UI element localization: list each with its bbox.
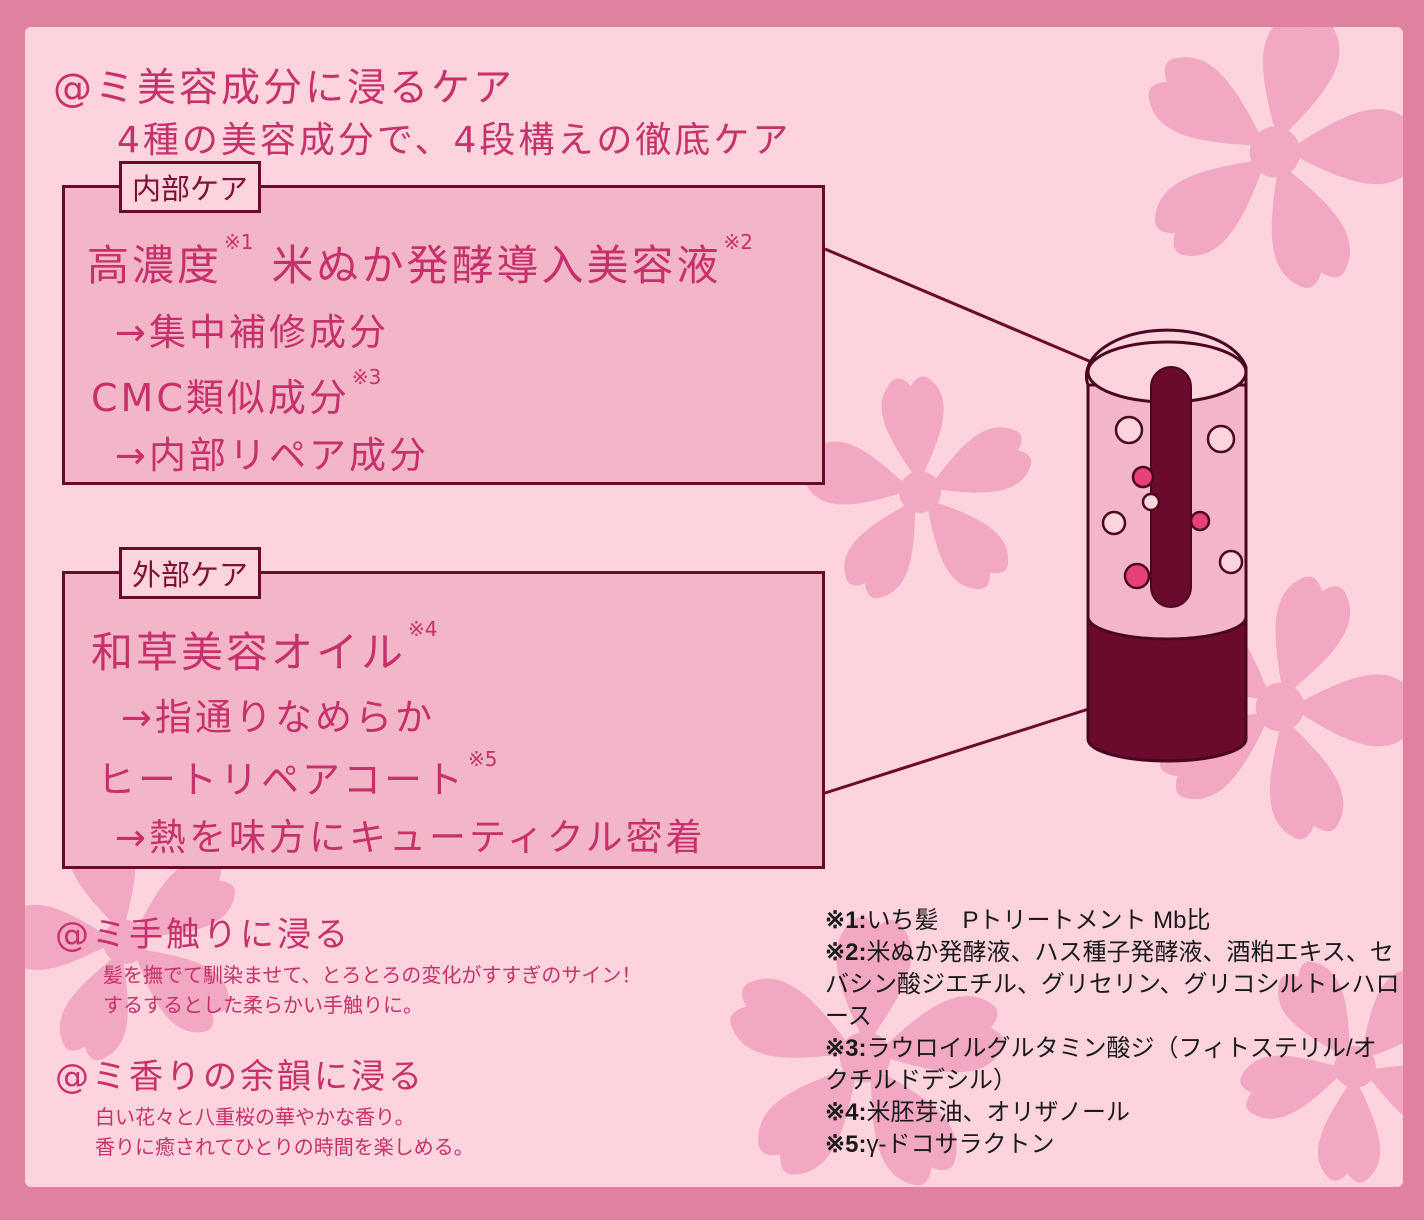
footnote-1: ※1:いち髪 Pトリートメント Mb比 [825, 905, 1400, 937]
footnote-text: ラウロイルグルタミン酸ジ（フィトステリル/オクチルドデシル） [825, 1035, 1377, 1094]
footnote-2: ※2:米ぬか発酵液、ハス種子発酵液、酒粕エキス、セバシン酸ジエチル、グリセリン、… [825, 937, 1400, 1033]
effect-text: →集中補修成分 [115, 311, 390, 354]
ingredient-label: 和草美容オイル [91, 628, 407, 677]
footnote-key: ※3: [825, 1035, 867, 1062]
external-item-2: ヒートリペアコート ※5 [97, 747, 498, 804]
internal-item-1-effect: →集中補修成分 [115, 302, 389, 356]
hair-cross-section-icon [824, 247, 1248, 795]
section-title-ingredients: @ミ美容成分に浸るケア [53, 66, 516, 111]
footnote-mark: ※4 [408, 617, 438, 641]
external-item-1: 和草美容オイル ※4 [91, 617, 438, 680]
footnote-key: ※4: [825, 1099, 867, 1126]
footnote-text: 米ぬか発酵液、ハス種子発酵液、酒粕エキス、セバシン酸ジエチル、グリセリン、グリコ… [825, 939, 1400, 1030]
scent-description-2: 香りに癒されてひとりの時間を楽しめる。 [95, 1135, 474, 1159]
ingredient-label: 米ぬか発酵導入美容液 [271, 241, 722, 290]
footnote-3: ※3:ラウロイルグルタミン酸ジ（フィトステリル/オクチルドデシル） [825, 1033, 1400, 1097]
footnote-text: 米胚芽油、オリザノール [866, 1099, 1130, 1126]
effect-text: →指通りなめらか [121, 696, 436, 739]
touch-description-1: 髪を撫でて馴染ませて、とろとろの変化がすすぎのサイン！ [103, 963, 642, 987]
internal-item-1: 高濃度 ※1 米ぬか発酵導入美容液 ※2 [87, 230, 753, 293]
ingredient-label: CMC類似成分 [91, 376, 350, 420]
footnote-text: γ-ドコサラクトン [866, 1131, 1055, 1158]
section-subtitle: 4種の美容成分で、4段構えの徹底ケア [117, 120, 792, 161]
internal-care-box [62, 185, 825, 485]
external-item-1-effect: →指通りなめらか [121, 687, 435, 741]
internal-item-2-effect: →内部リペア成分 [115, 425, 429, 479]
footnote-key: ※2: [825, 939, 867, 966]
external-care-box [62, 571, 825, 869]
main-panel: @ミ美容成分に浸るケア 4種の美容成分で、4段構えの徹底ケア 内部ケア 高濃度 … [25, 27, 1403, 1187]
footnote-mark: ※5 [468, 747, 498, 771]
footnote-mark: ※3 [351, 365, 382, 389]
touch-description-2: するするとした柔らかい手触りに。 [103, 993, 423, 1017]
footnote-mark: ※2 [723, 230, 753, 254]
internal-item-2: CMC類似成分 ※3 [91, 365, 382, 422]
effect-text: →内部リペア成分 [115, 434, 430, 477]
effect-text: →熱を味方にキューティクル密着 [115, 816, 706, 859]
footnote-key: ※1: [825, 907, 867, 934]
footnote-mark: ※1 [224, 230, 254, 254]
external-care-tag: 外部ケア [119, 547, 262, 599]
external-item-2-effect: →熱を味方にキューティクル密着 [115, 807, 706, 861]
footnote-text: いち髪 Pトリートメント Mb比 [866, 907, 1211, 934]
footnotes-list: ※1:いち髪 Pトリートメント Mb比 ※2:米ぬか発酵液、ハス種子発酵液、酒粕… [825, 905, 1400, 1161]
section-title-scent: @ミ香りの余韻に浸る [55, 1057, 425, 1097]
internal-care-tag: 内部ケア [119, 161, 262, 213]
footnote-4: ※4:米胚芽油、オリザノール [825, 1097, 1400, 1129]
ingredient-label: 高濃度 [87, 241, 223, 290]
ingredient-label: ヒートリペアコート [97, 758, 467, 802]
section-title-touch: @ミ手触りに浸る [55, 915, 351, 955]
footnote-key: ※5: [825, 1131, 867, 1158]
scent-description-1: 白い花々と八重桜の華やかな香り。 [95, 1105, 415, 1129]
footnote-5: ※5:γ-ドコサラクトン [825, 1129, 1400, 1161]
